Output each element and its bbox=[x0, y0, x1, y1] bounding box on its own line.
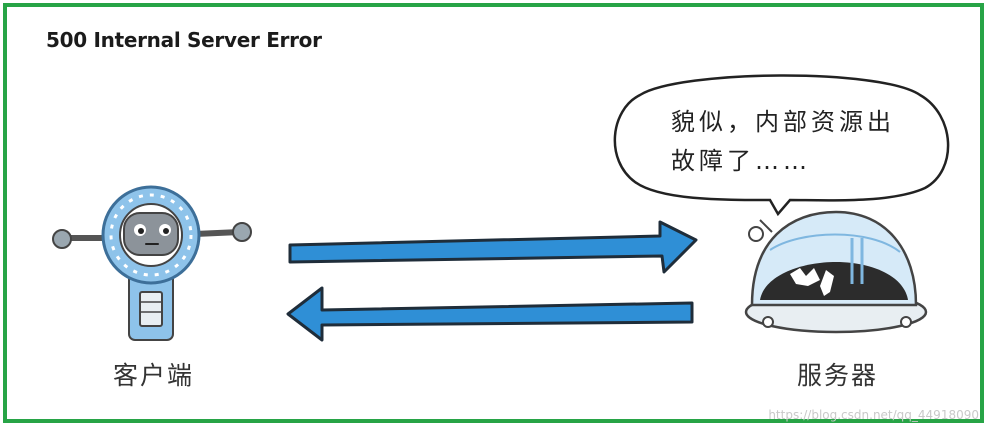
response-arrow-left-icon bbox=[286, 286, 694, 342]
client-robot-icon bbox=[52, 185, 252, 341]
watermark: https://blog.csdn.net/qq_44918090 bbox=[768, 408, 979, 422]
client-label: 客户端 bbox=[113, 361, 195, 390]
diagram-title: 500 Internal Server Error bbox=[46, 28, 322, 52]
speech-bubble-line-1: 貌似，内部资源出 bbox=[671, 108, 895, 136]
request-arrow-right-icon bbox=[288, 220, 698, 274]
server-label: 服务器 bbox=[797, 361, 879, 390]
speech-bubble-line-2: 故障了…… bbox=[671, 147, 811, 175]
speech-bubble-icon bbox=[613, 74, 950, 217]
server-icon bbox=[744, 210, 928, 334]
speech-bubble-text: 貌似，内部资源出 故障了…… bbox=[671, 103, 921, 181]
